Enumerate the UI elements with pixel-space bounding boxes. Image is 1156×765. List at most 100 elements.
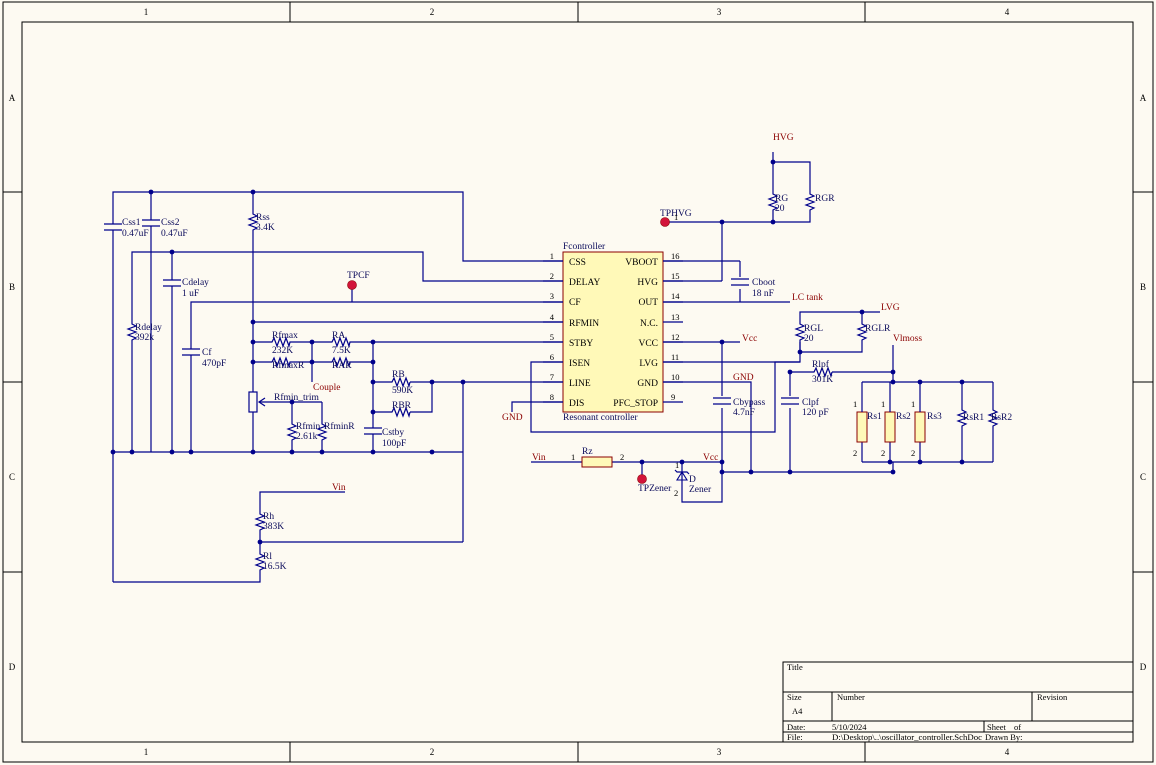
rfminr-ref: RfminR	[324, 421, 355, 432]
rfmin-trim-ref: Rfmin_trim	[274, 392, 319, 403]
zone-col-3-top: 3	[717, 7, 722, 17]
resistor-ra[interactable]: RA 7.5K	[330, 331, 352, 356]
clpf-ref: Clpf	[802, 397, 820, 408]
pin-5-name: STBY	[569, 339, 593, 349]
resistor-rgr[interactable]: RGR	[804, 192, 835, 212]
net-vcc-zener: Vcc	[703, 453, 718, 463]
pin-3-number: 3	[550, 291, 554, 301]
cf-value: 470pF	[202, 359, 226, 369]
cbypass-value: 4.7nF	[733, 408, 755, 418]
capacitor-cbypass[interactable]: Cbypass 4.7nF	[713, 397, 766, 418]
resistor-rsr2[interactable]: RsR2	[987, 408, 1012, 428]
capacitor-css1[interactable]: Css1 0.47uF	[104, 216, 149, 239]
resistor-rb[interactable]: RB 590K	[390, 370, 413, 396]
net-hvg: HVG	[773, 133, 794, 143]
rar-ref: RAR	[332, 361, 352, 371]
zone-row-b-left: B	[9, 282, 15, 292]
pin-8-name: DIS	[569, 399, 584, 409]
cdelay-ref: Cdelay	[182, 278, 209, 288]
title-block: Title Size A4 Number Revision Date: 5/10…	[782, 661, 1134, 743]
resistor-rs2[interactable]: Rs2 1 2	[881, 399, 911, 458]
revision-label: Revision	[1037, 692, 1068, 702]
rsr2-ref: RsR2	[991, 413, 1012, 423]
zone-row-c-right: C	[1140, 472, 1146, 482]
zener-diode[interactable]: D Zener 1 2	[674, 460, 712, 498]
rb-ref: RB	[392, 370, 405, 380]
pin-1-number: 1	[550, 251, 554, 261]
ic-left-pins: 1 2 3 4 5 6 7 8 CSS DELAY CF RFMIN STBY …	[543, 251, 600, 409]
net-lc-tank: LC tank	[792, 293, 823, 303]
zone-row-a-right: A	[1140, 93, 1147, 103]
zone-row-d-right: D	[1140, 662, 1147, 672]
zone-col-1-bottom: 1	[144, 747, 149, 757]
rs2-ref: Rs2	[896, 412, 911, 422]
rs3-pin-1: 1	[911, 399, 915, 409]
css1-value: 0.47uF	[122, 229, 149, 239]
resistor-rfmax[interactable]: Rfmax 232K	[270, 330, 298, 356]
rs1-pin-2: 2	[853, 448, 857, 458]
rfmax-value: 232K	[272, 346, 293, 356]
capacitor-cboot[interactable]: Cboot 18 nF	[731, 278, 776, 299]
pin-2-name: DELAY	[569, 278, 600, 288]
rgl-value: 20	[804, 334, 814, 344]
capacitor-clpf[interactable]: Clpf 120 pF	[781, 397, 829, 418]
pin-6-name: ISEN	[569, 359, 590, 369]
resistor-rfmaxr[interactable]: RfmaxR	[270, 356, 305, 371]
resistor-rar[interactable]: RAR	[330, 356, 352, 371]
resistor-rgl[interactable]: RGL 20	[794, 322, 823, 344]
net-labels: HVG LC tank LVG Vlmoss Vcc GND GND Coupl…	[313, 133, 922, 493]
resistor-rs3[interactable]: Rs3 1 2	[911, 399, 942, 458]
resistor-rs1[interactable]: Rs1 1 2	[853, 399, 882, 458]
zone-col-4-bottom: 4	[1005, 747, 1010, 757]
pin-1-name: CSS	[569, 258, 586, 268]
resistor-rz[interactable]: Rz 1 2	[571, 447, 624, 468]
net-vlmoss: Vlmoss	[893, 334, 922, 344]
testpoint-tpzener[interactable]: TPZener	[637, 474, 673, 495]
net-lvg: LVG	[881, 303, 900, 313]
resistor-rglr[interactable]: RGLR	[856, 322, 891, 342]
pin-5-number: 5	[550, 332, 554, 342]
rh-value: 383K	[263, 522, 284, 532]
testpoint-tpcf[interactable]: TPCF	[347, 271, 370, 290]
resistor-rl[interactable]: Rl 16.5K	[254, 552, 287, 572]
capacitor-cdelay[interactable]: Cdelay 1 uF	[163, 277, 209, 299]
resistor-rfminr[interactable]: RfminR	[316, 420, 355, 442]
resonant-controller-ic[interactable]: Fcontroller Resonant controller 1 2 3 4 …	[543, 242, 683, 423]
pin-8-number: 8	[550, 392, 554, 402]
ic-right-pins: 16 15 14 13 12 11 10 9 VBOOT HVG OUT N.C…	[613, 251, 683, 409]
potentiometer-rfmin-trim[interactable]: Rfmin_trim	[248, 391, 319, 413]
css2-ref: Css2	[161, 218, 180, 228]
capacitor-cstby[interactable]: Cstby 100pF	[364, 424, 406, 449]
resistor-rbr[interactable]: RBR	[390, 401, 412, 419]
zener-pin-1: 1	[675, 460, 679, 470]
zone-row-c-left: C	[9, 472, 15, 482]
file-label: File:	[787, 732, 803, 742]
date-value: 5/10/2024	[832, 722, 867, 732]
number-label: Number	[837, 692, 865, 702]
pin-4-name: RFMIN	[569, 319, 599, 329]
resistor-rdelay[interactable]: Rdelay 392k	[126, 322, 162, 343]
pin-13-name: N.C.	[640, 319, 658, 329]
sheet-label: Sheet	[987, 722, 1007, 732]
zener-ref: D	[689, 475, 696, 485]
pin-11-number: 11	[671, 352, 679, 362]
net-vcc-ic: Vcc	[742, 334, 757, 344]
resistor-rss[interactable]: Rss 3.4K	[247, 212, 275, 233]
cboot-value: 18 nF	[752, 289, 774, 299]
net-vin-rz: Vin	[532, 453, 546, 463]
testpoint-tphvg[interactable]: TPHVG 1	[660, 209, 692, 227]
resistor-rsr1[interactable]: RsR1	[956, 408, 984, 428]
ic-body[interactable]	[562, 251, 664, 413]
resistor-rh[interactable]: Rh 383K	[254, 512, 284, 532]
ra-ref: RA	[332, 331, 345, 341]
capacitor-css2[interactable]: Css2 0.47uF	[142, 216, 188, 239]
capacitor-cf[interactable]: Cf 470pF	[182, 346, 226, 369]
pin-3-name: CF	[569, 298, 581, 308]
resistor-rg[interactable]: RG 20	[767, 192, 788, 214]
rb-value: 590K	[392, 386, 413, 396]
resistor-rfmin[interactable]: Rfmin 2.61k	[286, 420, 321, 442]
clpf-value: 120 pF	[802, 408, 829, 418]
rz-ref: Rz	[582, 447, 593, 457]
pin-16-name: VBOOT	[625, 258, 658, 268]
resistor-rlpf[interactable]: Rlpf 301K	[812, 359, 833, 385]
